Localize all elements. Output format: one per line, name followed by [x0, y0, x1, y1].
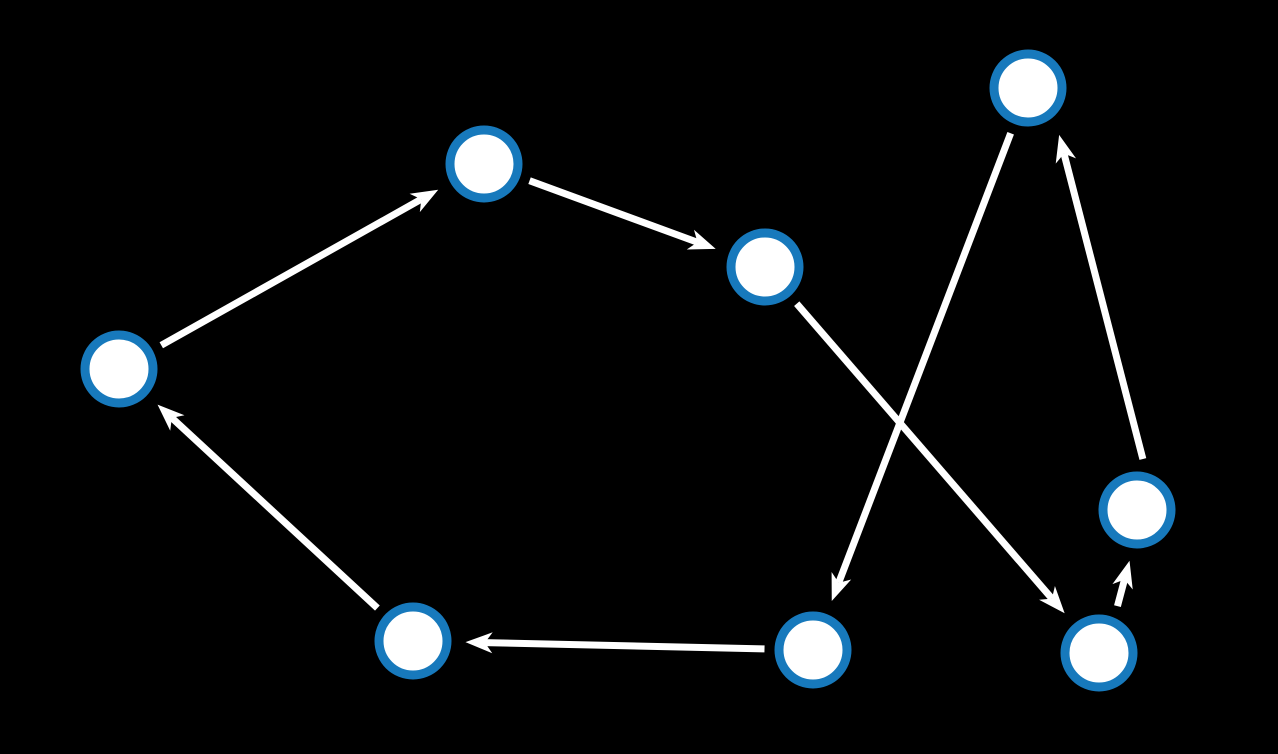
graph-node-middle [726, 228, 804, 306]
graph-node-top-middle [445, 125, 523, 203]
graph-node-left [80, 330, 158, 408]
edge-bottom-right-to-right [1114, 578, 1128, 608]
edge-right-to-top-right [1060, 152, 1147, 460]
arrowhead-middle-to-bottom-right [1039, 586, 1065, 614]
graph-node-bottom-right [1060, 614, 1138, 692]
edge-bottom-left-to-left [169, 415, 380, 611]
graph-node-bottom-middle [774, 611, 852, 689]
arrowhead-left-to-top-middle [409, 189, 439, 213]
graph-node-right [1098, 471, 1176, 549]
edge-bottom-middle-to-bottom-left [484, 639, 765, 653]
edge-left-to-top-middle [159, 196, 423, 349]
edge-middle-to-bottom-right [794, 301, 1055, 601]
arrowhead-right-to-top-right [1055, 134, 1077, 164]
graph-node-bottom-left [374, 602, 452, 680]
arrowhead-top-right-to-bottom-middle [831, 571, 852, 601]
arrowhead-top-middle-to-middle [686, 229, 716, 250]
arrowhead-bottom-left-to-left [157, 404, 185, 431]
arrowhead-bottom-middle-to-bottom-left [465, 632, 493, 654]
edge-top-middle-to-middle [528, 177, 699, 246]
arrowhead-bottom-right-to-right [1112, 560, 1133, 590]
graph-node-top-right [989, 49, 1067, 127]
edge-top-right-to-bottom-middle [835, 132, 1014, 585]
